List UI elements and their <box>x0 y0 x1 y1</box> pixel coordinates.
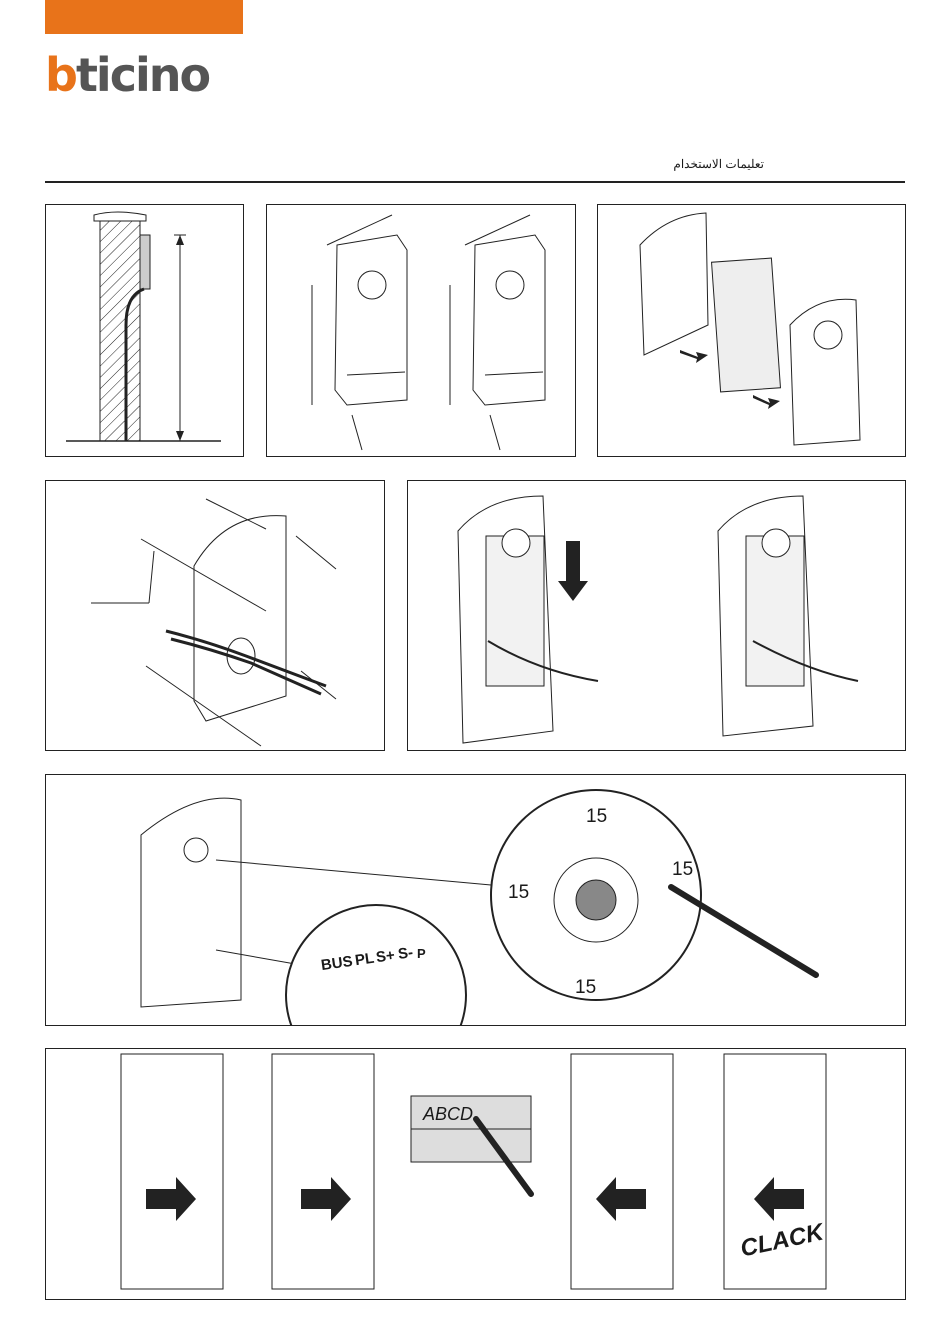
page-subtitle: تعليمات الاستخدام <box>673 157 764 171</box>
arrow-icon <box>680 350 708 363</box>
adjust-value-top: 15 <box>586 806 607 828</box>
terminal-zoom-circle <box>286 905 466 1025</box>
panel-wall-fixing <box>45 480 385 751</box>
panel-exploded-view <box>597 204 906 457</box>
terminal-label-p: P <box>417 946 426 961</box>
terminal-label-s-plus: S+ <box>375 947 396 966</box>
adjust-value-bottom: 15 <box>575 977 596 999</box>
header-divider <box>45 181 905 183</box>
terminal-label-s-minus: S- <box>397 944 414 963</box>
panel-dimensions <box>266 204 576 457</box>
brand-logo: bticino <box>45 52 209 98</box>
unit-outline-left <box>335 235 407 405</box>
adjust-value-left: 15 <box>508 882 529 904</box>
panel-wall-height <box>45 204 244 457</box>
label-card-text: ABCD <box>423 1104 473 1125</box>
adjust-value-right: 15 <box>672 859 693 881</box>
unit-outline-right <box>473 235 545 405</box>
panel-wiring-adjust: BUS PL S+ S- P 15 15 15 15 <box>45 774 906 1026</box>
panel-slide-on <box>407 480 906 751</box>
terminal-label-pl: PL <box>354 950 375 970</box>
arrow-icon <box>753 395 780 409</box>
panel-label-insert: ABCD CLACK <box>45 1048 906 1300</box>
brand-bar <box>45 0 243 34</box>
arrow-icon <box>558 541 588 601</box>
